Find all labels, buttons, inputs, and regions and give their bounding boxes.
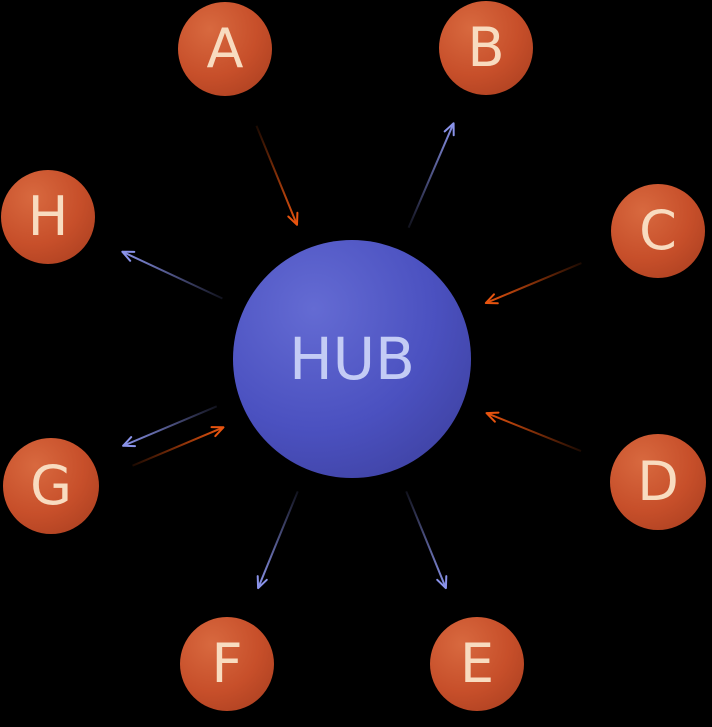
node-a: A [178,2,272,96]
hub-node: HUB [233,240,471,478]
edge-C-HUB [485,262,582,304]
node-c-label: C [639,199,677,262]
arrowhead-HUB-F [256,575,268,590]
arrowhead-C-HUB [484,293,499,305]
edge-HUB-F [257,490,299,589]
node-e-label: E [459,632,495,695]
node-h: H [1,170,95,264]
arrowhead-HUB-G [122,436,136,448]
arrowhead-G-HUB [210,426,225,438]
node-f-label: F [211,632,243,695]
node-d: D [610,434,706,530]
node-d-label: D [637,450,679,513]
edge-HUB-H [121,250,223,300]
arrowhead-HUB-H [121,250,136,262]
edge-HUB-B [407,122,455,229]
edge-G-HUB [132,426,224,467]
node-b-label: B [467,16,505,79]
node-a-label: A [206,17,244,80]
arrowhead-D-HUB [485,411,500,423]
node-b: B [439,1,533,95]
edge-A-HUB [255,125,298,226]
arrowhead-A-HUB [287,211,299,226]
edge-HUB-E [405,490,447,589]
node-g: G [3,438,99,534]
node-g-label: G [30,454,72,517]
arrowhead-HUB-B [443,122,455,137]
edge-HUB-G [122,405,218,447]
node-f: F [180,617,274,711]
node-c: C [611,184,705,278]
node-h-label: H [27,185,69,248]
arrowhead-HUB-E [436,575,448,590]
edge-D-HUB [486,412,582,452]
node-e: E [430,617,524,711]
hub-label: HUB [289,325,415,393]
